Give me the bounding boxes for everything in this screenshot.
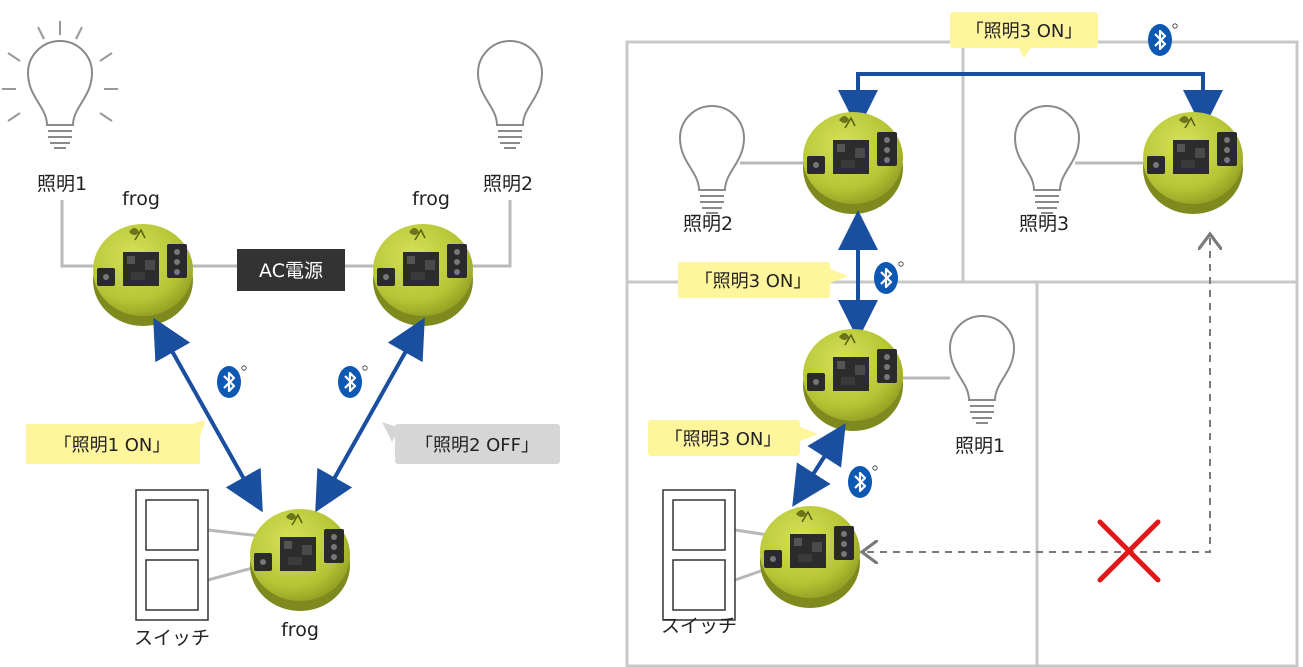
bubble-off — [395, 424, 560, 464]
light2-bulb-icon — [679, 105, 745, 214]
bubble-tail — [828, 268, 848, 284]
ac-power-label: AC電源 — [259, 260, 323, 282]
left-frog-left-label: frog — [122, 188, 160, 210]
left-light2-label: 照明2 — [483, 173, 533, 195]
bluetooth-icon — [1146, 22, 1179, 58]
blocked-x-icon — [1097, 519, 1161, 583]
frog-device-switch-icon — [759, 505, 861, 609]
left-frog-bottom-label: frog — [281, 619, 319, 641]
bubble-on — [26, 424, 200, 464]
left-switch-label: スイッチ — [134, 627, 210, 649]
bubble-tail — [798, 426, 818, 442]
bt-link-right — [315, 317, 425, 513]
right-light1-label: 照明1 — [955, 435, 1005, 457]
bubble-low-text: 「照明3 ON」 — [665, 429, 782, 450]
frog-device-room1-icon — [802, 328, 904, 432]
bt-link-top — [838, 72, 1223, 130]
bubble-light1-on: 「照明1 ON」 — [54, 435, 171, 456]
blocked-link — [866, 238, 1210, 552]
bubble-tail — [382, 422, 400, 442]
left-diagram: 照明1 照明2 frog frog AC電源 「照明1 ON」 「照明2 OFF… — [2, 21, 560, 649]
frog-device-room3-icon — [1142, 111, 1244, 215]
switch-panel-icon — [662, 489, 736, 621]
bubble-top-text: 「照明3 ON」 — [966, 21, 1083, 42]
left-light1-label: 照明1 — [37, 173, 87, 195]
right-light2-label: 照明2 — [683, 213, 733, 235]
bt-link-low — [792, 423, 846, 507]
bt-link-left — [153, 317, 263, 513]
bubble-tail — [190, 422, 206, 442]
light1-bulb-icon — [2, 21, 118, 149]
left-frog-right-label: frog — [412, 188, 450, 210]
right-light3-label: 照明3 — [1019, 213, 1069, 235]
bluetooth-icon — [215, 364, 248, 400]
switch-panel-icon — [135, 489, 209, 621]
bluetooth-icon — [872, 260, 905, 296]
light3-bulb-icon — [1014, 105, 1080, 214]
bluetooth-icon — [846, 464, 879, 500]
bubble-mid-text: 「照明3 ON」 — [695, 271, 812, 292]
ac-power-box — [237, 249, 345, 291]
bubble-top — [950, 12, 1098, 48]
right-diagram: 「照明3 ON」 照明2 照明3 「照明3 ON」 照明1 「照明3 ON」 ス — [625, 12, 1299, 667]
frog-device-room2-icon — [802, 111, 904, 215]
bubble-mid — [678, 262, 830, 298]
wire-switch — [207, 528, 261, 538]
frog-device-bottom-icon — [249, 508, 351, 612]
light1-bulb-icon — [949, 315, 1015, 424]
light2-bulb-icon — [477, 40, 543, 149]
bubble-low — [648, 420, 800, 456]
bluetooth-icon — [336, 364, 369, 400]
right-switch-label: スイッチ — [661, 615, 737, 637]
bubble-light2-off: 「照明2 OFF」 — [415, 435, 539, 456]
frog-device-right-icon — [372, 223, 474, 327]
bubble-tail — [1018, 46, 1032, 58]
frog-device-left-icon — [92, 223, 194, 327]
